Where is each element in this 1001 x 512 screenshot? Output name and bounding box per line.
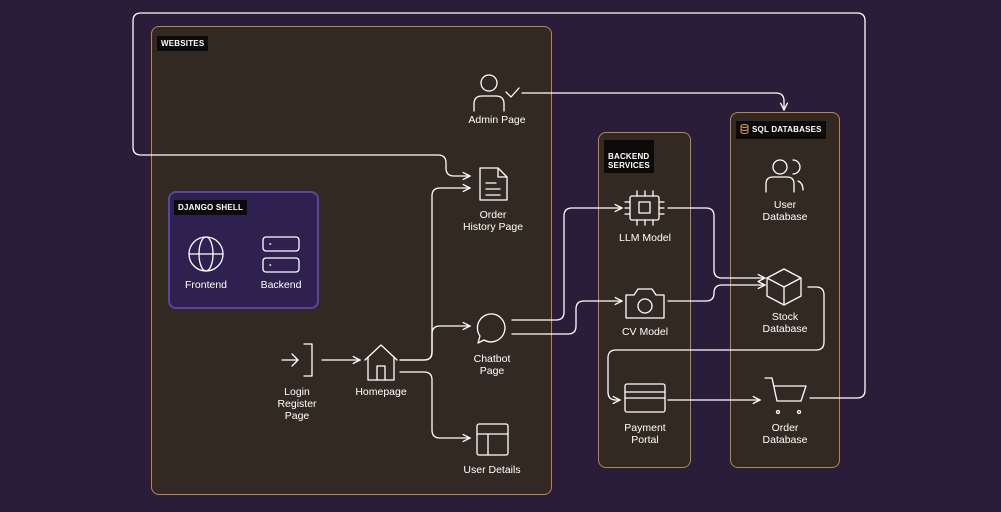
backend-services-group [598, 132, 691, 468]
layout-panel-icon [476, 423, 509, 456]
stock-database-label: Stock Database [762, 311, 808, 335]
edge-homepage-chatbot [399, 326, 470, 361]
homepage-label: Homepage [355, 386, 407, 398]
backend-services-tag: BACKEND SERVICES [604, 140, 654, 173]
box-icon [766, 268, 802, 306]
order-history-label: Order History Page [462, 209, 524, 233]
django-shell-tag-label: DJANGO SHELL [178, 203, 244, 212]
websites-tag-label: WEBSITES [161, 39, 205, 48]
sql-databases-tag-label: SQL DATABASES [752, 125, 822, 135]
websites-tag: WEBSITES [157, 36, 209, 51]
admin-user-check-icon [473, 74, 520, 112]
camera-icon [625, 288, 665, 319]
django-shell-tag: DJANGO SHELL [174, 200, 248, 215]
payment-portal-label: Payment Portal [624, 422, 666, 446]
login-icon [281, 343, 313, 377]
credit-card-icon [624, 383, 666, 413]
edge-chatbot-llm [511, 208, 622, 321]
llm-model-label: LLM Model [619, 232, 671, 244]
users-icon [765, 159, 804, 193]
edge-cv-stock-db [667, 285, 765, 302]
cpu-chip-icon [624, 190, 665, 226]
globe-icon [188, 236, 224, 272]
server-icon [262, 236, 300, 273]
edge-homepage-user-details [399, 371, 470, 438]
chatbot-page-label: Chatbot Page [473, 353, 511, 377]
database-icon [740, 124, 749, 136]
edge-stock-db-payment [607, 286, 825, 400]
backend-services-tag-label: BACKEND SERVICES [608, 152, 650, 170]
edge-admin-user-db [521, 92, 784, 110]
cv-model-label: CV Model [621, 326, 669, 338]
chat-bubble-icon [476, 313, 506, 344]
shopping-cart-icon [764, 377, 807, 415]
edge-order-db-loop-to-order-history [132, 12, 866, 399]
sql-databases-tag: SQL DATABASES [736, 121, 826, 139]
home-icon [364, 344, 398, 381]
frontend-label: Frontend [184, 279, 228, 291]
sql-databases-group [730, 112, 840, 468]
login-register-label: Login Register Page [277, 386, 317, 422]
user-database-label: User Database [762, 199, 808, 223]
backend-label: Backend [260, 279, 302, 291]
user-details-label: User Details [463, 464, 521, 476]
order-database-label: Order Database [762, 422, 808, 446]
edge-chatbot-cv [511, 301, 622, 335]
document-icon [479, 167, 508, 201]
admin-page-label: Admin Page [468, 114, 526, 126]
edge-homepage-order-history [399, 188, 470, 361]
edge-llm-stock-db [667, 207, 765, 278]
